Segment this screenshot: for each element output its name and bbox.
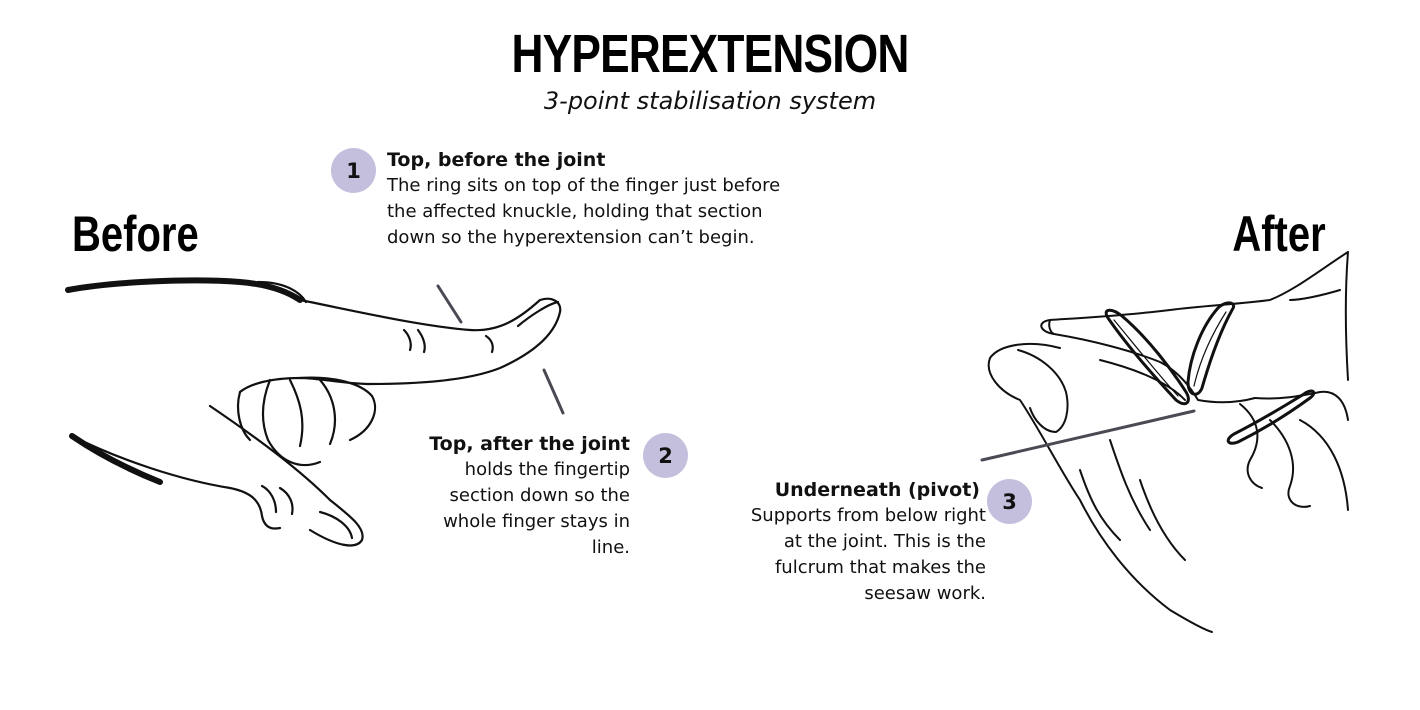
point-1-note: Top, before the joint The ring sits on t… (387, 147, 782, 251)
point-3-body: Supports from below right at the joint. … (750, 505, 986, 604)
after-hand-illustration (987, 251, 1349, 633)
point-3-heading: Underneath (pivot) (774, 479, 980, 501)
point-2-body: holds the fingertip section down so the … (443, 459, 630, 558)
point-1-badge: 1 (331, 148, 376, 193)
pointer-line-1 (436, 284, 463, 324)
before-hand-illustration (65, 277, 562, 547)
after-label: After (1232, 206, 1326, 262)
point-2-badge: 2 (643, 433, 688, 478)
pointer-line-3 (980, 409, 1196, 462)
point-2-heading: Top, after the joint (429, 433, 630, 455)
pointer-line-2 (542, 368, 565, 415)
page-subtitle: 3-point stabilisation system (543, 87, 877, 115)
point-3-badge: 3 (987, 479, 1032, 524)
before-label: Before (72, 206, 199, 262)
point-1-body: The ring sits on top of the finger just … (387, 175, 781, 248)
point-1-heading: Top, before the joint (387, 149, 606, 171)
point-2-note: Top, after the joint holds the fingertip… (420, 431, 630, 561)
point-3-note: Underneath (pivot) Supports from below r… (750, 477, 986, 607)
page-title: HYPEREXTENSION (511, 24, 910, 84)
pointer-lines (436, 284, 1196, 462)
